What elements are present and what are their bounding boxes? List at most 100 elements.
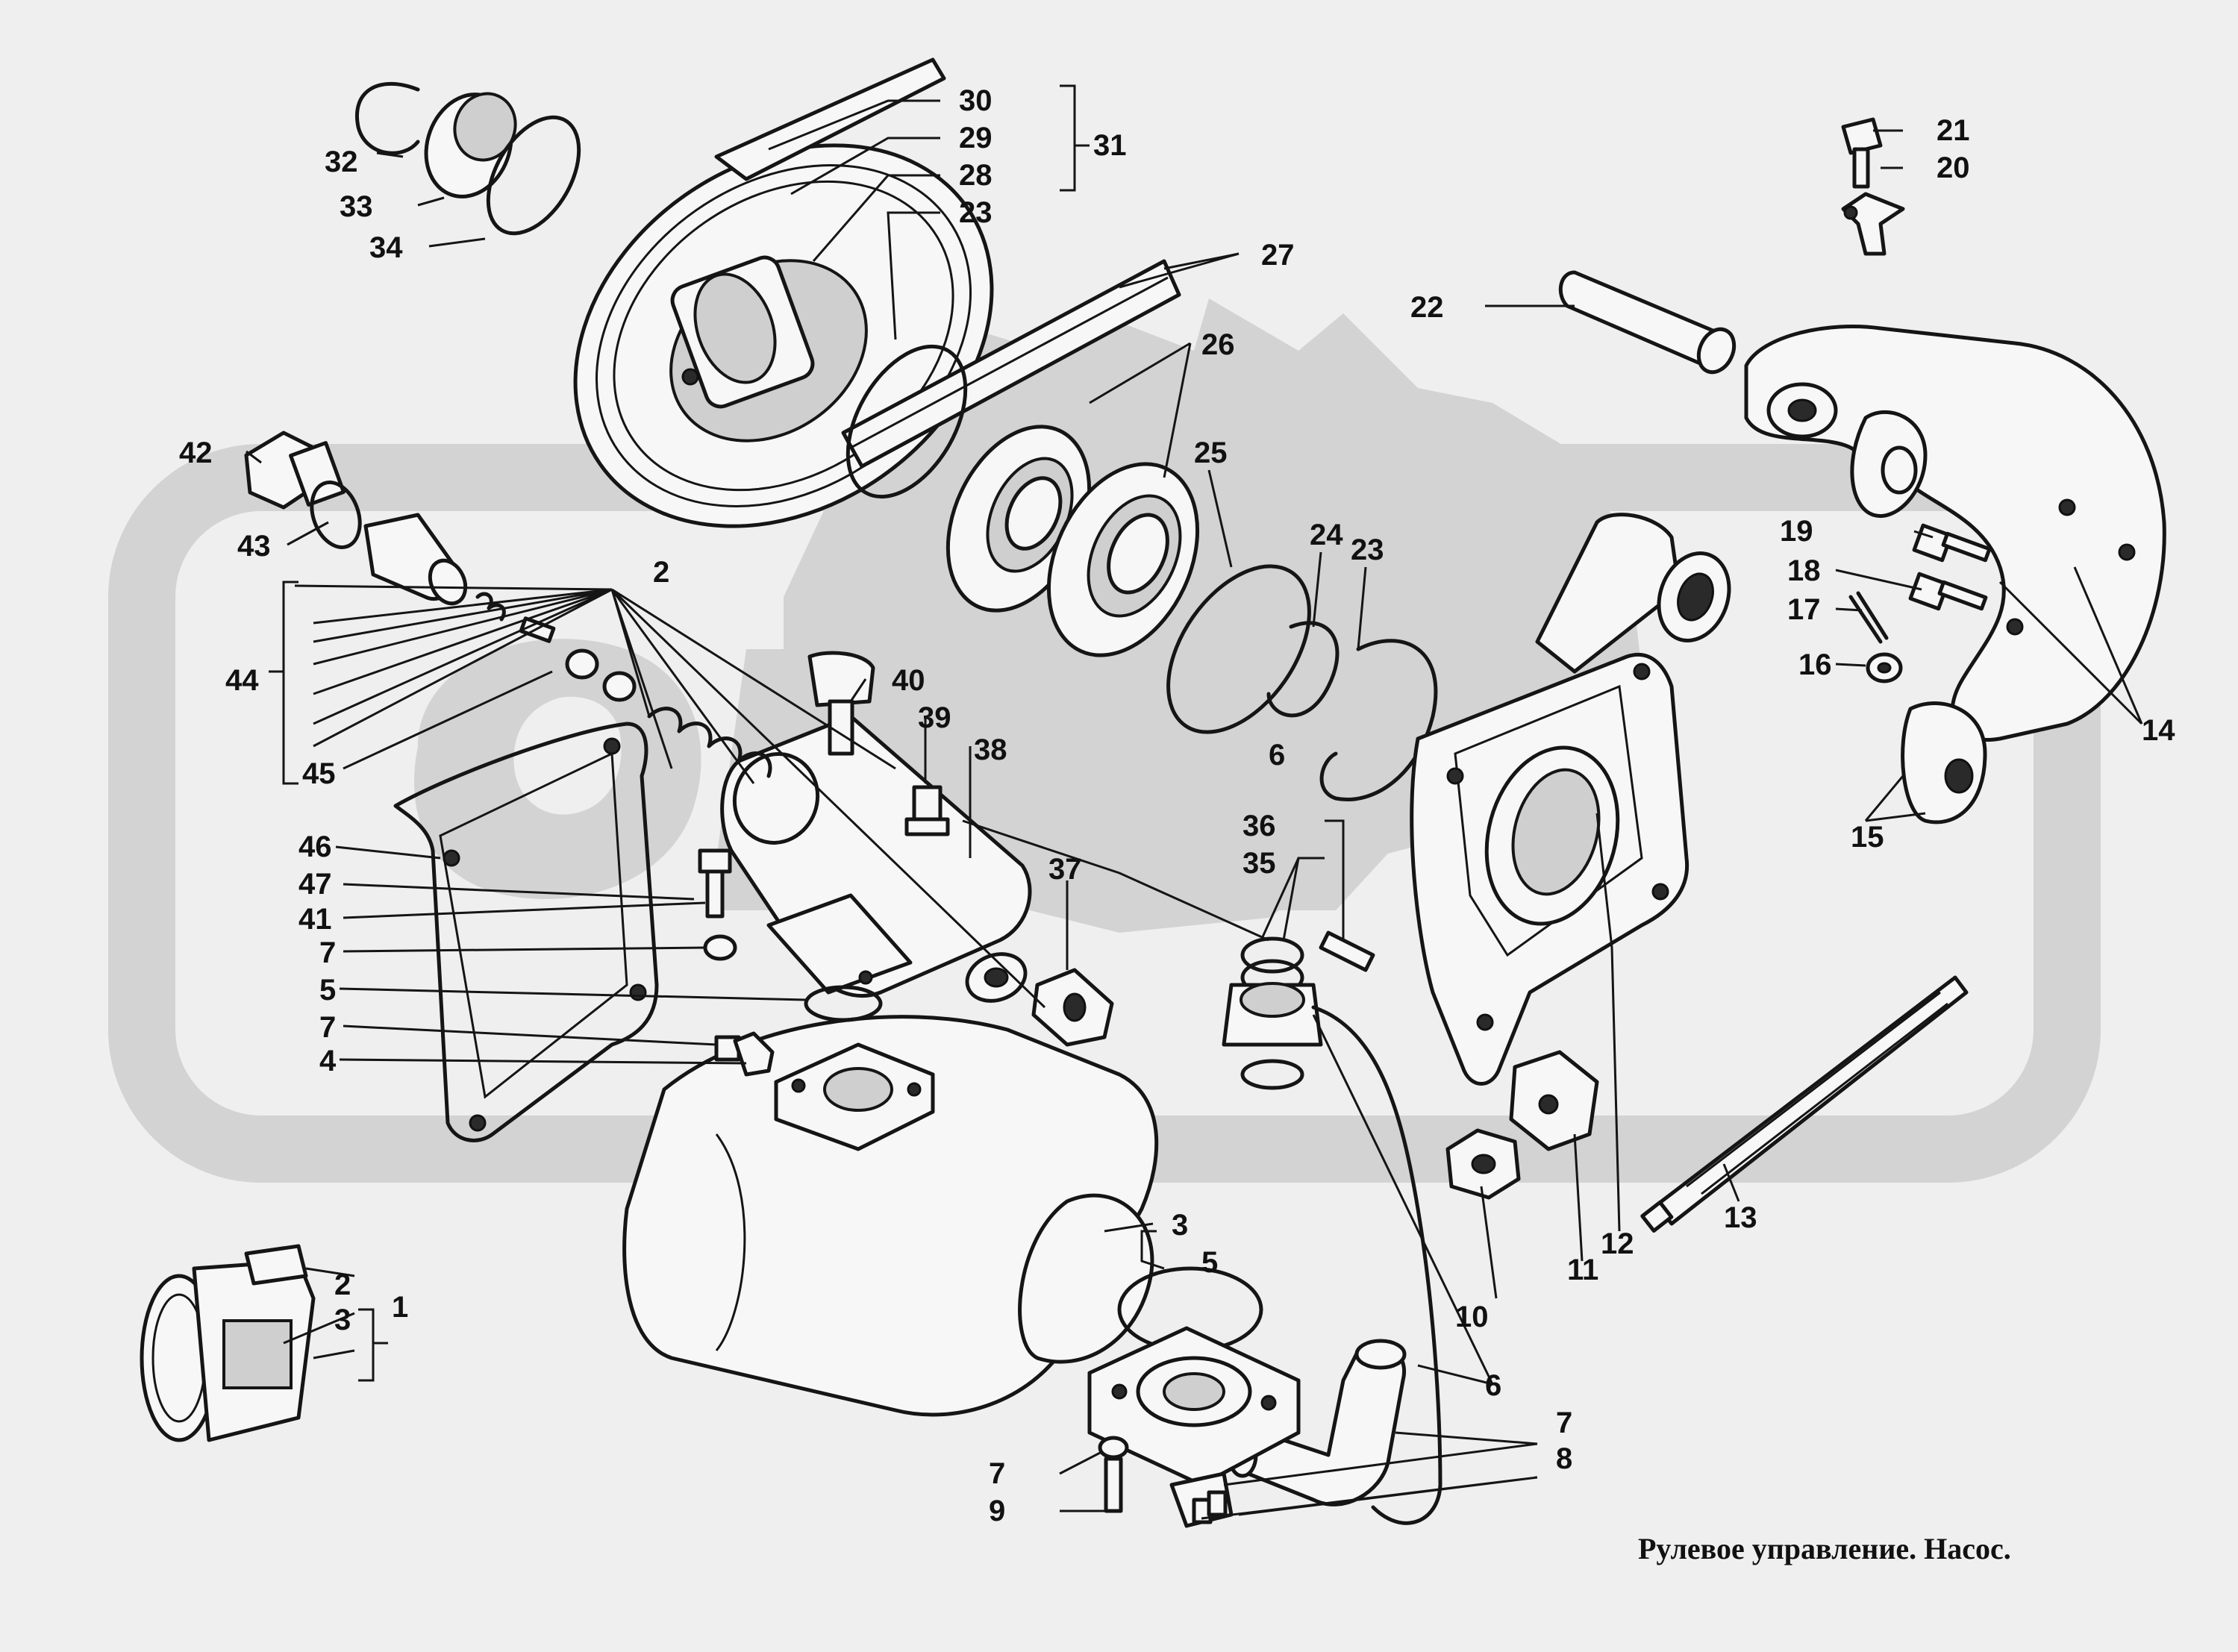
lock-washer-20 — [1841, 192, 1905, 256]
callout-14: 14 — [2142, 714, 2175, 747]
callout-15: 15 — [1851, 821, 1884, 854]
bearing-26-b — [1046, 462, 1200, 657]
washer-16 — [1866, 652, 1903, 683]
callout-25: 25 — [1194, 437, 1228, 469]
washer-7-bottom — [1098, 1436, 1129, 1459]
bolts-8 — [1192, 1490, 1228, 1524]
callout-47: 47 — [298, 868, 332, 901]
callout-21: 21 — [1937, 114, 1970, 147]
snap-ring-24 — [1266, 621, 1340, 718]
diagram-caption: Рулевое управление. Насос. — [1638, 1532, 2011, 1565]
washer-43 — [310, 480, 362, 550]
ring-32 — [355, 81, 420, 155]
callout-5-bottom: 5 — [1201, 1246, 1218, 1279]
leader-lines — [246, 84, 2143, 1520]
shaft-27 — [841, 259, 1181, 469]
callout-44: 44 — [225, 664, 259, 697]
callout-41: 41 — [298, 903, 332, 936]
callout-17: 17 — [1787, 593, 1821, 626]
callout-29: 29 — [959, 122, 993, 154]
bearing-26-a — [945, 425, 1092, 613]
callout-35: 35 — [1243, 847, 1276, 880]
callout-26: 26 — [1201, 328, 1235, 361]
callout-28: 28 — [959, 159, 993, 192]
valve-sleeve — [363, 513, 468, 606]
snap-ring-23-right — [1319, 639, 1438, 801]
mounting-bracket — [1744, 325, 2166, 825]
callout-36: 36 — [1243, 810, 1276, 842]
callout-10: 10 — [1455, 1301, 1489, 1333]
washer-7-upper — [703, 934, 737, 961]
clamp-block-11 — [1509, 1050, 1599, 1151]
o-ring-34 — [486, 115, 581, 236]
callout-24: 24 — [1310, 519, 1343, 551]
stud-36 — [1319, 930, 1375, 972]
cotter-pin-17 — [1848, 591, 1889, 644]
callout-11: 11 — [1567, 1254, 1598, 1286]
callout-6-bottom: 6 — [1485, 1369, 1501, 1402]
callout-6-right: 6 — [1269, 739, 1285, 772]
assembly-inset — [140, 1244, 316, 1442]
bolt-41 — [698, 848, 732, 919]
callout-3-main: 3 — [1172, 1209, 1188, 1242]
o-ring-5-top — [804, 985, 883, 1022]
spring-45 — [647, 707, 772, 778]
callout-43: 43 — [237, 530, 271, 563]
callout-8: 8 — [1556, 1442, 1572, 1475]
bolt-18 — [1908, 572, 1988, 611]
callout-1: 1 — [392, 1291, 408, 1324]
callout-34: 34 — [369, 231, 403, 264]
snap-ring-23-left — [845, 344, 968, 499]
callout-33: 33 — [340, 190, 373, 223]
callout-38: 38 — [974, 733, 1007, 766]
callout-31: 31 — [1093, 129, 1127, 162]
callout-18: 18 — [1787, 554, 1821, 587]
hose-6 — [1311, 1005, 1442, 1525]
union-fitting — [1222, 982, 1323, 1090]
fitting-39 — [904, 785, 950, 836]
o-ring-25 — [1166, 564, 1311, 734]
callout-39: 39 — [918, 701, 951, 734]
valve-seat — [565, 648, 637, 702]
callout-labels: 30 29 28 23 31 27 26 25 24 23 6 22 21 20… — [179, 84, 2175, 1527]
callout-32: 32 — [325, 146, 358, 178]
pin-22 — [1558, 270, 1737, 375]
outlet-elbow — [1226, 1339, 1407, 1506]
callout-3-inset: 3 — [334, 1304, 351, 1336]
callout-20: 20 — [1937, 151, 1970, 184]
pump-mounting-plate-12 — [1410, 513, 1731, 1086]
callout-46: 46 — [298, 830, 332, 863]
callout-4: 4 — [319, 1045, 337, 1077]
callout-45: 45 — [302, 757, 336, 790]
valve-spring — [475, 592, 506, 622]
callout-40: 40 — [892, 664, 925, 697]
callout-27: 27 — [1261, 239, 1295, 272]
callout-5-left: 5 — [319, 974, 336, 1007]
plug-42 — [244, 431, 346, 510]
callout-23-right: 23 — [1351, 534, 1384, 566]
callout-16: 16 — [1798, 648, 1832, 681]
callout-9: 9 — [989, 1495, 1005, 1527]
callout-42: 42 — [179, 437, 213, 469]
callout-23-top: 23 — [959, 196, 993, 229]
callout-7-bottom-right: 7 — [1556, 1407, 1572, 1439]
fitting-37 — [1031, 968, 1114, 1047]
bolt-9 — [1104, 1457, 1123, 1513]
callout-7-bottom-left: 7 — [989, 1457, 1005, 1490]
callout-12: 12 — [1601, 1227, 1634, 1260]
inlet-flange — [1087, 1266, 1301, 1528]
callout-22: 22 — [1410, 291, 1444, 324]
callout-2-main: 2 — [653, 556, 669, 589]
callout-37: 37 — [1048, 853, 1082, 886]
callout-13: 13 — [1724, 1201, 1757, 1234]
adjusting-screw-13 — [1640, 975, 1969, 1233]
callout-19: 19 — [1780, 515, 1813, 548]
pump-housing-3 — [622, 1015, 1159, 1417]
callout-7-left-lower: 7 — [319, 1011, 336, 1044]
callout-2-inset: 2 — [334, 1268, 351, 1301]
callout-7-left-upper: 7 — [319, 936, 336, 969]
nut-10 — [1445, 1128, 1521, 1200]
valve-body-38 — [720, 714, 1032, 1003]
